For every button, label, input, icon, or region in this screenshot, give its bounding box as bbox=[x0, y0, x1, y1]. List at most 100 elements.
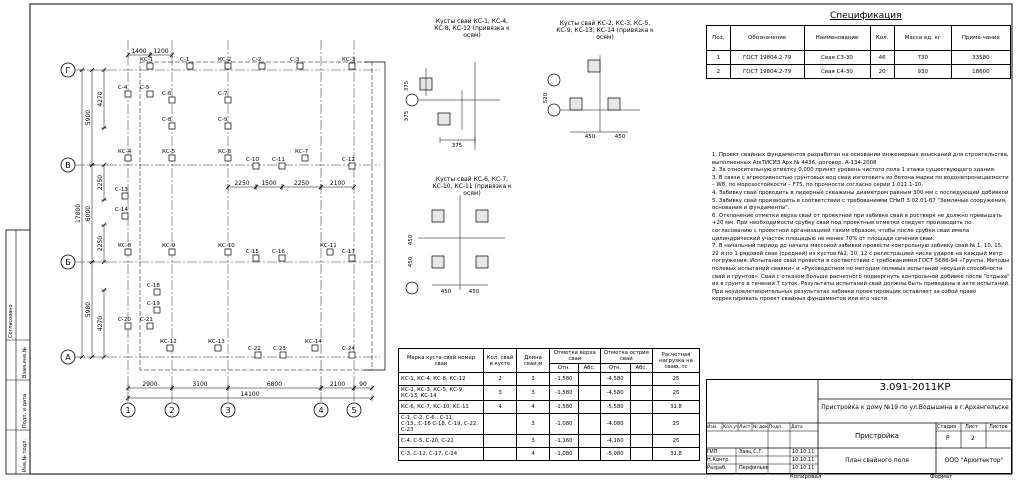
spec-cell: 1 bbox=[706, 50, 731, 65]
spec-cell: 33580 bbox=[950, 50, 1012, 65]
stamp-replace-inv: Взам.инв.№ bbox=[22, 346, 28, 378]
pile-label: С-22 bbox=[248, 346, 261, 352]
pile-top: -1,580 bbox=[549, 372, 579, 386]
axis-marker bbox=[60, 62, 76, 78]
pile-label: С-10 bbox=[246, 157, 259, 163]
spec-cell: 18600 bbox=[950, 64, 1012, 79]
pile-top-abs bbox=[577, 434, 601, 448]
sheet-value: 2 bbox=[971, 435, 975, 442]
stage-label: Стадия bbox=[937, 424, 957, 430]
pile-top-abs bbox=[577, 372, 601, 386]
pile-tip-abs bbox=[629, 385, 654, 401]
stamp-name: Заяц С.Г. bbox=[739, 449, 763, 455]
axis-marker bbox=[164, 402, 180, 418]
bush-dimension: 375 bbox=[404, 110, 410, 121]
axis-marker bbox=[120, 402, 136, 418]
pile-tip-abs bbox=[629, 413, 654, 435]
bush-dimension: 520 bbox=[543, 92, 549, 103]
spec-cell: Свая С3-30 bbox=[803, 50, 871, 65]
pile-С-19: С-19 bbox=[147, 301, 161, 314]
pile-С-5: С-5 bbox=[140, 85, 154, 98]
dimension-text: 2100 bbox=[330, 180, 345, 187]
pile-label: С-24 bbox=[342, 346, 355, 352]
stamp-agreed: Согласовано bbox=[8, 304, 14, 338]
pile-length: 3 bbox=[516, 413, 550, 435]
pile-square bbox=[475, 209, 489, 223]
pile-label: С-23 bbox=[273, 346, 286, 352]
stamp-col-label: Подп. bbox=[769, 425, 783, 430]
pile-КС-1: КС-1 bbox=[140, 57, 154, 70]
note-item: 1. Проект свайных фундаментов разработан… bbox=[712, 152, 1009, 166]
pile-mark: С-3, С-12, С-17, С-24 bbox=[398, 447, 484, 461]
stamp-col-label: № док. bbox=[753, 425, 770, 430]
axis-marker bbox=[60, 254, 76, 270]
pile-С-24: С-24 bbox=[342, 346, 356, 359]
pile-С-15: С-15 bbox=[246, 249, 260, 262]
bush-dimension: 450 bbox=[585, 134, 596, 140]
axis-circle bbox=[547, 73, 561, 87]
spec-cell: 2 bbox=[706, 64, 731, 79]
dimension-text: 4270 bbox=[97, 316, 104, 331]
dimension-text: 1500 bbox=[261, 180, 276, 187]
pile-КС-13: КС-13 bbox=[208, 339, 225, 352]
pile-С-13: С-13 bbox=[115, 187, 129, 200]
axis-marker bbox=[346, 402, 362, 418]
pile-label: С-6 bbox=[162, 91, 172, 97]
pile-top: -1,080 bbox=[549, 447, 579, 461]
pile-label: С-8 bbox=[162, 117, 172, 123]
pile-length: 3 bbox=[516, 372, 550, 386]
pile-С-3: С-3 bbox=[290, 57, 304, 70]
pile-label: С-5 bbox=[140, 85, 150, 91]
pile-table-subheader: Отн. bbox=[599, 363, 631, 373]
stamp-person-row: Н.Контр.10.10.11 bbox=[706, 457, 818, 465]
pile-КС-3: КС-3 bbox=[342, 57, 356, 70]
pile-load: 25 bbox=[652, 385, 700, 401]
dimension-text: 2250 bbox=[97, 236, 104, 251]
pile-count bbox=[483, 413, 517, 435]
pile-label: КС-4 bbox=[118, 149, 132, 155]
axis-label: 3 bbox=[225, 406, 230, 415]
sheets-label: Листов bbox=[989, 424, 1008, 430]
spec-header: Поз. bbox=[706, 25, 731, 51]
dimension-text: 1200 bbox=[153, 48, 168, 55]
pile-tip: -4,580 bbox=[599, 385, 631, 401]
pile-square bbox=[431, 209, 445, 223]
pile-tip: -4,160 bbox=[599, 434, 631, 448]
pile-square bbox=[437, 112, 451, 126]
pile-label: С-20 bbox=[118, 317, 131, 323]
note-item: 4. Забивку свай проводить в лидерные скв… bbox=[712, 189, 1009, 196]
pile-label: С-4 bbox=[118, 85, 128, 91]
pile-square bbox=[587, 59, 601, 73]
pile-КС-7: КС-7 bbox=[295, 149, 309, 162]
spec-cell: 20 bbox=[869, 64, 895, 79]
pile-С-16: С-16 bbox=[272, 249, 286, 262]
general-notes: 1. Проект свайных фундаментов разработан… bbox=[712, 152, 1010, 304]
note-item: 5. Забивку свай производить в соответств… bbox=[712, 197, 1007, 212]
dimension-text: 17800 bbox=[75, 204, 82, 223]
pile-label: КС-8 bbox=[118, 243, 132, 249]
pile-label: КС-5 bbox=[162, 149, 176, 155]
pile-С-17: С-17 bbox=[342, 249, 356, 262]
pile-С-11: С-11 bbox=[272, 157, 286, 170]
dimension-text: 6000 bbox=[85, 206, 92, 221]
dimension-text: 90 bbox=[359, 381, 367, 388]
stamp-col-label: Кол.уч. bbox=[723, 425, 741, 430]
title-block: 3.091-2011КР Пристройка к дому №19 по ул… bbox=[706, 379, 1012, 474]
pile-length: 4 bbox=[516, 400, 550, 414]
pile-label: С-13 bbox=[115, 187, 128, 193]
stamp-col-label: Изм. bbox=[707, 425, 718, 430]
pile-tip: -5,580 bbox=[599, 400, 631, 414]
stamp-date: 10.10.11 bbox=[792, 465, 815, 471]
pile-count: 2 bbox=[483, 372, 517, 386]
axis-marker bbox=[60, 157, 76, 173]
pile-table-header: Длина сваи,м bbox=[516, 348, 550, 373]
bush-dimension: 450 bbox=[408, 234, 414, 245]
